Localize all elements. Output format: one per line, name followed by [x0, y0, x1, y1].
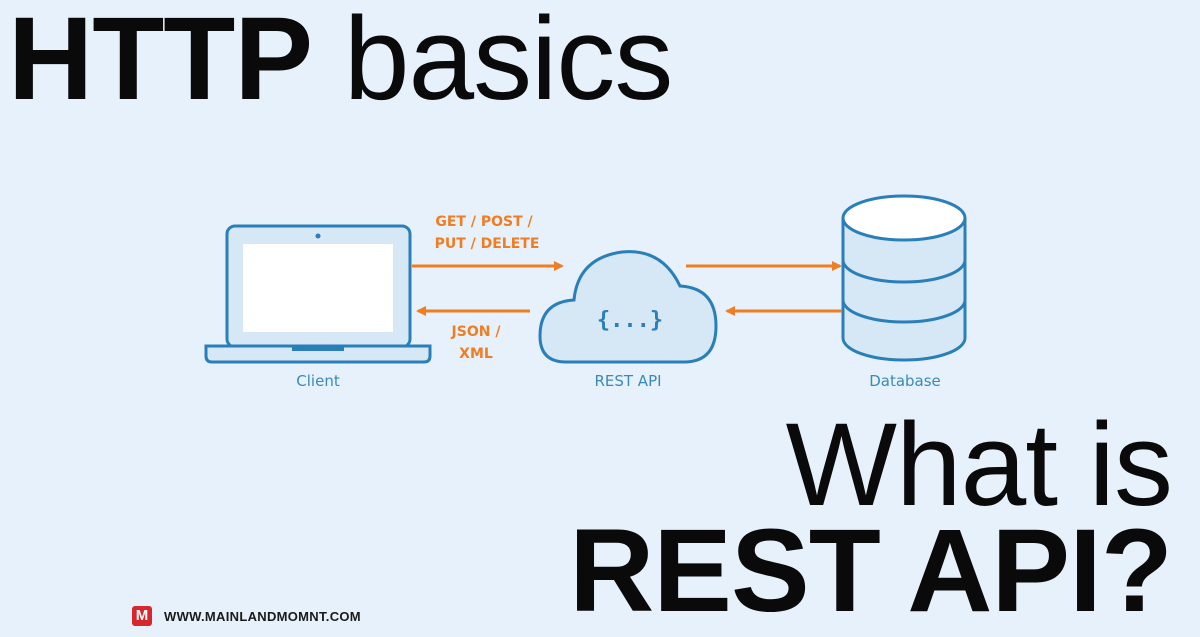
request-methods-line2: PUT / DELETE [435, 236, 540, 252]
headline-http-basics: HTTP basics [8, 0, 673, 125]
request-methods-line1: GET / POST / [435, 214, 533, 230]
response-formats-line2: XML [459, 346, 493, 362]
cloud-icon [538, 250, 718, 364]
brand-logo-icon: M [132, 606, 152, 626]
headline-http: HTTP [8, 0, 313, 125]
database-icon [841, 194, 967, 362]
laptop-icon [204, 224, 432, 364]
response-formats-line1: JSON / [451, 324, 502, 340]
client-label: Client [296, 372, 340, 390]
headline-basics: basics [343, 0, 673, 125]
headline-rest-api: REST API? [569, 505, 1173, 637]
website-url[interactable]: WWW.MAINLANDMOMNT.COM [164, 608, 361, 624]
headline-what-is: What is [785, 399, 1173, 531]
footer: M WWW.MAINLANDMOMNT.COM [132, 606, 361, 626]
rest-api-label: REST API [594, 372, 661, 390]
database-label: Database [869, 372, 941, 390]
api-symbol: {...} [597, 308, 663, 333]
